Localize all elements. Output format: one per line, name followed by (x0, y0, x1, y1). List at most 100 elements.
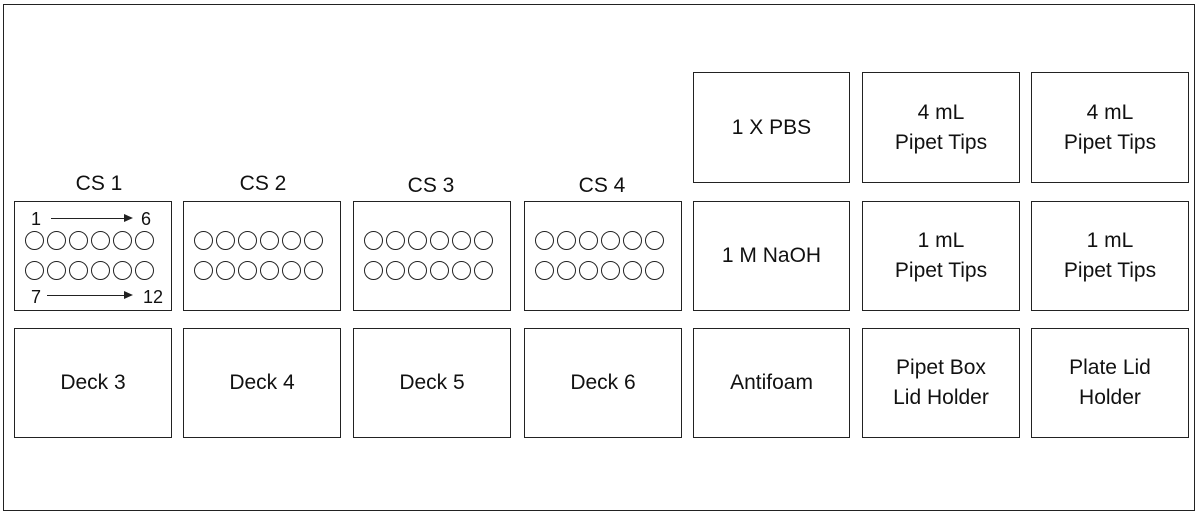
position-deck-5: Deck 5 (353, 328, 511, 438)
plate-cs-1: 1 6 7 12 (14, 201, 172, 311)
well (601, 261, 620, 280)
well (47, 231, 66, 250)
position-1m-naoh: 1 M NaOH (693, 201, 850, 311)
box-label-line2: Pipet Tips (894, 130, 988, 154)
well-row (364, 261, 493, 280)
well (25, 231, 44, 250)
box-label-line1: 1 X PBS (731, 115, 812, 139)
box-label-line1: Pipet Box (896, 356, 986, 379)
well (260, 261, 279, 280)
well (408, 231, 427, 250)
well (645, 261, 664, 280)
box-label-line1: Deck 5 (399, 371, 465, 394)
position-deck-6: Deck 6 (524, 328, 682, 438)
well (216, 261, 235, 280)
well (645, 231, 664, 250)
well (135, 231, 154, 250)
box-label-line1: 1 mL (917, 229, 965, 252)
well (364, 261, 383, 280)
plate-cs-2 (183, 201, 341, 311)
well (557, 231, 576, 250)
well (69, 231, 88, 250)
well (535, 261, 554, 280)
box-label-line1: Antifoam (730, 371, 813, 394)
well (408, 261, 427, 280)
well (304, 261, 323, 280)
well (386, 261, 405, 280)
position-deck-4: Deck 4 (183, 328, 341, 438)
box-label-line2: Pipet Tips (1063, 130, 1157, 154)
cs-3-label: CS 3 (407, 174, 455, 197)
well (282, 231, 301, 250)
well-row (535, 231, 664, 250)
box-label-line1: 1 mL (1086, 229, 1134, 252)
position-deck-3: Deck 3 (14, 328, 172, 438)
box-label-line2: Pipet Tips (1063, 259, 1157, 282)
box-label-line1: 4 mL (917, 100, 965, 124)
box-label-line1: Deck 3 (60, 371, 126, 394)
well (623, 261, 642, 280)
well-row (25, 231, 154, 250)
well (601, 231, 620, 250)
position-1ml-pipet-tips-b: 1 mL Pipet Tips (1031, 201, 1189, 311)
well (113, 261, 132, 280)
well (113, 231, 132, 250)
well-row (194, 261, 323, 280)
deck-frame (3, 4, 1195, 511)
well (135, 261, 154, 280)
position-1x-pbs: 1 X PBS (693, 72, 850, 183)
well (238, 231, 257, 250)
well (282, 261, 301, 280)
well (47, 261, 66, 280)
well (238, 261, 257, 280)
cs-4-label: CS 4 (578, 174, 626, 197)
position-antifoam: Antifoam (693, 328, 850, 438)
well (430, 231, 449, 250)
well (474, 261, 493, 280)
cs-1-label: CS 1 (75, 172, 123, 195)
well (91, 231, 110, 250)
arrow-right-icon (51, 214, 133, 222)
well (194, 231, 213, 250)
well (430, 261, 449, 280)
well-index-start-top: 1 (31, 209, 42, 229)
position-4ml-pipet-tips-a: 4 mL Pipet Tips (862, 72, 1020, 183)
position-1ml-pipet-tips-a: 1 mL Pipet Tips (862, 201, 1020, 311)
well (452, 231, 471, 250)
box-label-line2: Lid Holder (893, 386, 989, 409)
well (25, 261, 44, 280)
box-label-line2: Holder (1079, 386, 1141, 409)
box-label-line1: Plate Lid (1069, 356, 1151, 379)
well (579, 231, 598, 250)
well-row (364, 231, 493, 250)
well (304, 231, 323, 250)
well-index-start-bottom: 7 (31, 287, 42, 307)
well (623, 231, 642, 250)
well (579, 261, 598, 280)
box-label-line2: Pipet Tips (894, 259, 988, 282)
well (216, 231, 235, 250)
plate-cs-3 (353, 201, 511, 311)
well-index-end-top: 6 (141, 209, 152, 229)
well (194, 261, 213, 280)
well (474, 231, 493, 250)
well-row (194, 231, 323, 250)
well-row (25, 261, 154, 280)
well-row (535, 261, 664, 280)
arrow-right-icon (47, 291, 133, 299)
well (69, 261, 88, 280)
well (535, 231, 554, 250)
box-label-line1: Deck 4 (229, 371, 295, 394)
box-label-line1: 4 mL (1086, 100, 1134, 124)
well (452, 261, 471, 280)
position-4ml-pipet-tips-b: 4 mL Pipet Tips (1031, 72, 1189, 183)
plate-cs-4 (524, 201, 682, 311)
well (386, 231, 405, 250)
well (364, 231, 383, 250)
well (557, 261, 576, 280)
cs-2-label: CS 2 (239, 172, 287, 195)
well-index-end-bottom: 12 (143, 287, 164, 307)
well (260, 231, 279, 250)
